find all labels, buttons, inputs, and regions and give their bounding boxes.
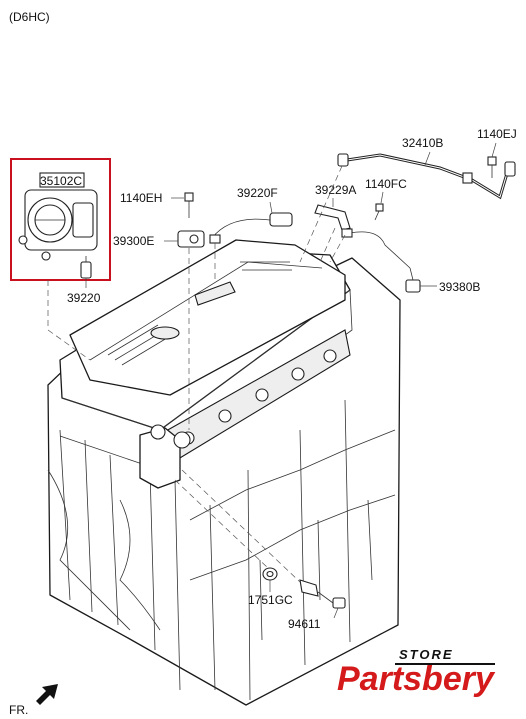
part-label-39229A[interactable]: 39229A (315, 183, 356, 197)
bracket-39229A[interactable] (314, 204, 351, 231)
bolt-1140EJ[interactable] (487, 156, 497, 178)
brand-logo: STORE Partsbery (337, 647, 496, 698)
bolt-1140EH[interactable] (184, 192, 194, 218)
part-label-39220F[interactable]: 39220F (237, 186, 278, 200)
throttle-body-35102C[interactable] (18, 189, 98, 261)
part-35102C-label-box (39, 172, 85, 188)
part-label-35102C[interactable]: 35102C (40, 174, 82, 188)
engine-code-label: (D6HC) (9, 10, 50, 24)
part-label-39380B[interactable]: 39380B (439, 280, 480, 294)
displacement-plate (194, 281, 236, 306)
maker-emblem-icon (150, 326, 180, 340)
brand-store-text: STORE (399, 647, 454, 662)
part-label-94611[interactable]: 94611 (288, 617, 321, 631)
sensor-39300E[interactable] (177, 230, 205, 248)
engine-block (47, 239, 401, 706)
sensor-94611[interactable] (299, 579, 346, 609)
bolt-1140FC[interactable] (374, 203, 384, 221)
highlight-box-35102C[interactable] (10, 158, 111, 281)
brand-name-text: Partsbery (337, 660, 496, 698)
part-label-1751GC[interactable]: 1751GC (248, 593, 293, 607)
part-label-1140EJ[interactable]: 1140EJ (477, 127, 517, 141)
part-label-1140FC[interactable]: 1140FC (365, 177, 407, 191)
sensor-39380B[interactable] (341, 228, 421, 293)
part-label-32410B[interactable]: 32410B (402, 136, 443, 150)
front-direction-label: FR. (9, 703, 28, 717)
part-label-39300E[interactable]: 39300E (113, 234, 154, 248)
seal-1751GC[interactable] (262, 567, 278, 581)
sensor-39220[interactable] (80, 256, 92, 279)
part-label-39220[interactable]: 39220 (67, 291, 101, 305)
front-arrow-icon (36, 684, 58, 705)
pipe-32410B[interactable] (337, 153, 516, 200)
sensor-39220F[interactable] (209, 212, 293, 244)
part-label-1140EH[interactable]: 1140EH (120, 191, 162, 205)
